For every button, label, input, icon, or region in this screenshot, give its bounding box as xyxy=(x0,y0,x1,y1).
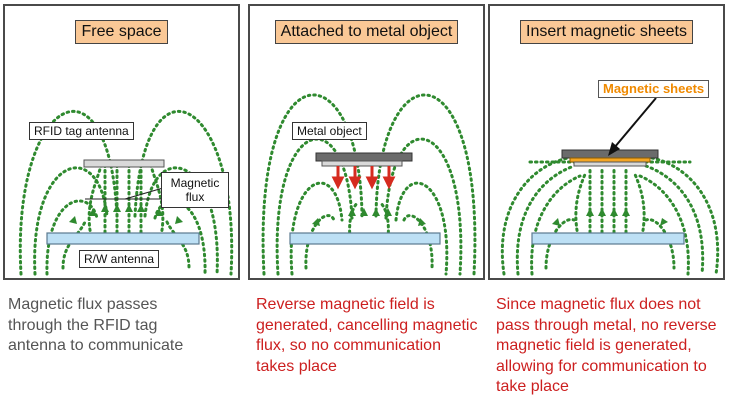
flux-arrows xyxy=(312,208,426,226)
panel-metal-object: Attached to metal object Metal object xyxy=(248,4,485,280)
magnetic-flux-label: Magnetic flux xyxy=(161,172,229,208)
caption-free-space: Magnetic flux passes through the RFID ta… xyxy=(8,296,184,354)
flux-arrows xyxy=(69,204,183,224)
magnetic-sheets-label: Magnetic sheets xyxy=(598,80,710,98)
panel-magnetic-sheets: Insert magnetic sheets Magnetic sheets xyxy=(488,4,725,280)
rfid-tag-shape xyxy=(573,161,647,167)
free-space-diagram xyxy=(18,110,234,276)
flux-arrows xyxy=(552,208,668,226)
magnetic-sheet-shape xyxy=(569,157,651,163)
metal-object-label: Metal object xyxy=(292,122,367,140)
panel-title: Free space xyxy=(75,20,168,44)
pointer-arrow xyxy=(608,97,657,156)
panel-title: Attached to metal object xyxy=(274,20,459,44)
rfid-tag-shape xyxy=(321,160,403,167)
rw-antenna-shape xyxy=(46,232,200,245)
rw-antenna-shape xyxy=(531,232,685,245)
caption-magnetic-sheets: Since magnetic flux does not pass throug… xyxy=(496,296,717,395)
metal-object-shape xyxy=(315,152,413,162)
panel-free-space: Free space RFID tag antenna Magnetic flu… xyxy=(3,4,240,280)
caption-metal-object: Reverse magnetic field is generated, can… xyxy=(256,296,478,375)
rw-antenna-shape xyxy=(289,232,441,245)
reverse-field-arrows xyxy=(331,166,396,190)
metal-object-diagram xyxy=(261,93,477,276)
panel-title: Insert magnetic sheets xyxy=(520,20,693,44)
magnetic-sheets-diagram xyxy=(500,97,720,276)
rfid-tag-antenna-label: RFID tag antenna xyxy=(29,122,134,140)
rw-antenna-label: R/W antenna xyxy=(79,250,160,268)
rfid-tag-antenna-shape xyxy=(83,159,165,168)
